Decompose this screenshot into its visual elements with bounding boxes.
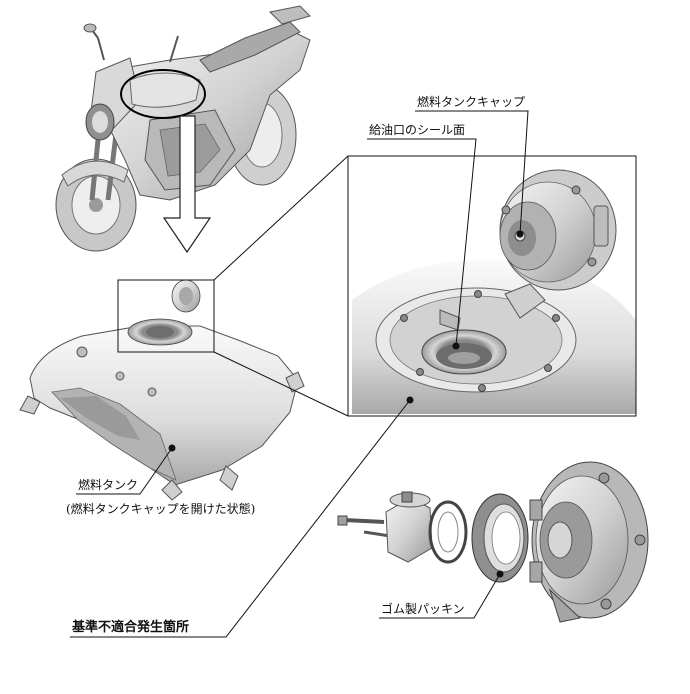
detail-source-box	[117, 279, 215, 353]
zoom-connector-bottom	[213, 351, 349, 417]
leader-lines	[70, 110, 529, 638]
label-defect-location: 基準不適合発生箇所	[72, 620, 190, 635]
label-rubber-packing: ゴム製パッキン	[381, 602, 465, 616]
label-filler-seal-surface: 給油口のシール面	[369, 123, 466, 137]
label-fuel-tank-note: (燃料タンクキャップを開けた状態)	[66, 502, 256, 516]
zoom-connector-top	[213, 155, 349, 281]
zoom-detail-box	[347, 155, 637, 417]
tank-highlight-ellipse	[120, 69, 206, 119]
exploded-cap-assembly	[337, 461, 649, 623]
label-fuel-tank: 燃料タンク	[78, 478, 139, 492]
label-fuel-tank-cap: 燃料タンクキャップ	[417, 95, 526, 109]
down-arrow	[162, 115, 212, 254]
fuel-tank-illustration	[19, 279, 305, 501]
zoom-detail-illustration	[348, 156, 636, 416]
